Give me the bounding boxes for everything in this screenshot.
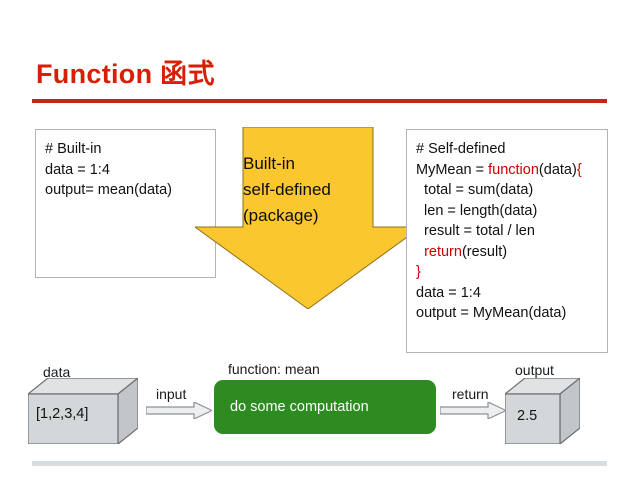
output-cube-value: 2.5: [517, 408, 538, 424]
output-cube-icon: [505, 378, 580, 444]
flow-label-output: output: [515, 362, 554, 378]
code-brace-open: {: [576, 161, 582, 178]
code-line: # Built-in: [45, 141, 102, 157]
cube-front-face: [505, 393, 561, 444]
code-line: data = 1:4: [416, 284, 481, 301]
footer-rule: [32, 461, 607, 466]
code-line: result = total / len: [416, 223, 535, 239]
code-line: return(result): [416, 242, 607, 263]
flow-label-return: return: [452, 386, 489, 402]
down-arrow-shape: [195, 127, 421, 309]
code-line: output = MyMean(data): [416, 305, 567, 321]
code-line: total = sum(data): [416, 182, 534, 198]
code-box-builtin: # Built-in data = 1:4 output= mean(data): [35, 129, 216, 278]
arrow-label-line-3: (package): [243, 206, 319, 225]
arrow-label-line-1: Built-in: [243, 154, 295, 173]
input-arrow-shape: [146, 402, 212, 419]
input-arrow-icon: [146, 402, 212, 419]
code-line: len = length(data): [416, 202, 538, 219]
code-line: output= mean(data): [45, 182, 172, 198]
title-underline-rule: [32, 99, 607, 103]
code-keyword: return: [424, 243, 462, 260]
code-line: # Self-defined: [416, 141, 506, 157]
code-box-selfdefined: # Self-defined MyMean = function(data){ …: [406, 129, 608, 353]
page-title: Function 函式: [36, 59, 215, 89]
down-arrow-banner: [195, 127, 421, 309]
code-text: [416, 244, 424, 260]
data-cube-value: [1,2,3,4]: [36, 406, 89, 422]
code-brace-close: }: [416, 264, 421, 280]
code-line: data = 1:4: [45, 161, 110, 178]
code-text: (result): [461, 243, 508, 260]
process-box: [214, 380, 436, 434]
code-line: MyMean = function(data){: [416, 160, 607, 181]
flow-label-function: function: mean: [228, 361, 320, 377]
code-text: MyMean =: [416, 161, 489, 178]
code-text: (data): [538, 161, 577, 178]
arrow-label-line-2: self-defined: [243, 180, 331, 199]
flow-label-data: data: [43, 364, 71, 380]
return-arrow-shape: [440, 402, 506, 419]
code-keyword: function: [488, 161, 539, 178]
process-box-label: do some computation: [230, 399, 369, 415]
flow-label-input: input: [156, 386, 187, 402]
return-arrow-icon: [440, 402, 506, 419]
code-line: }: [416, 262, 607, 283]
down-arrow-label: Built-in self-defined (package): [243, 151, 403, 229]
data-cube-icon: [28, 378, 138, 444]
cube-front-face: [28, 393, 119, 444]
